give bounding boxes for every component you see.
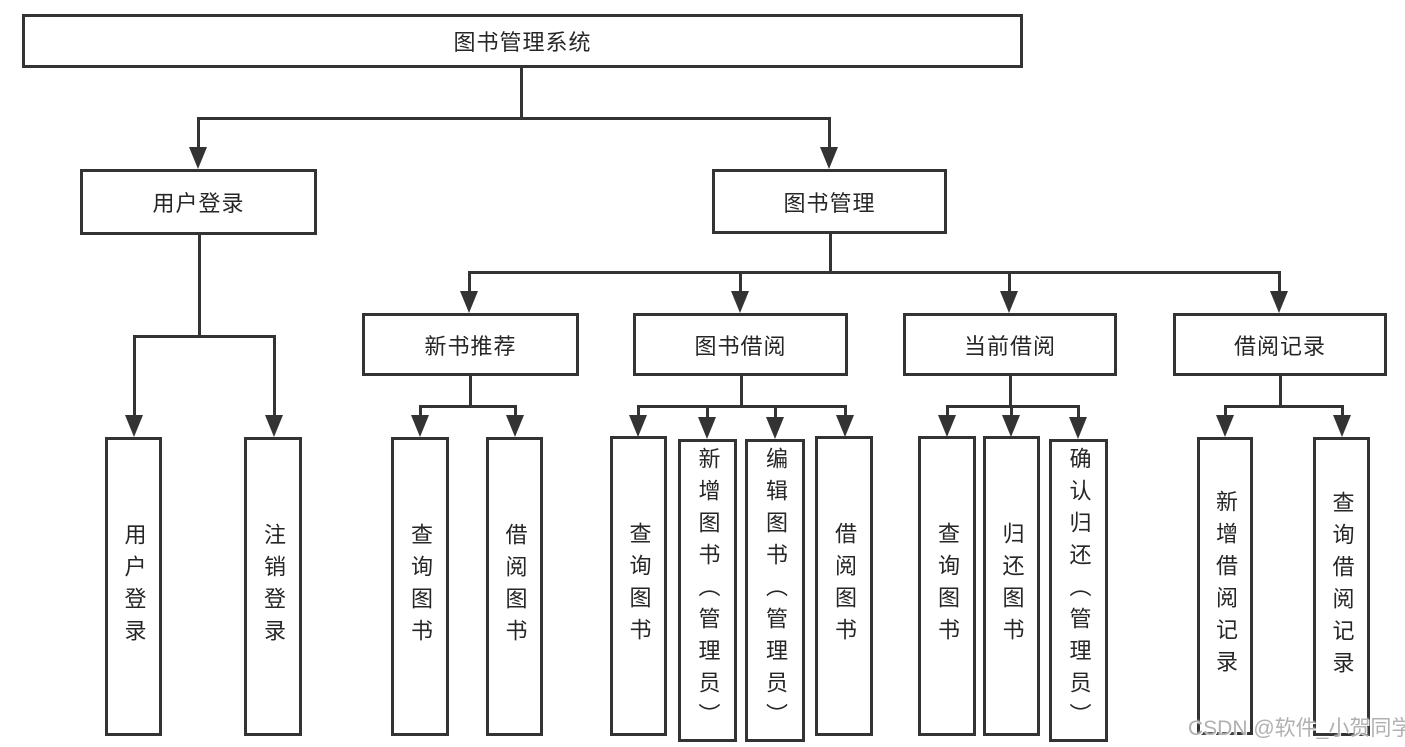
connector-to-cb-return <box>1010 405 1013 418</box>
connector-to-current-borrowing <box>1008 271 1011 293</box>
arrow-to-br-query <box>1333 415 1351 437</box>
connector-to-leaf-user-login <box>133 335 136 418</box>
node-book-borrowing: 图书借阅 <box>633 313 848 376</box>
leaf-records-add-record: 新增借阅记录 <box>1197 437 1253 735</box>
connector-to-bb-edit <box>774 405 777 418</box>
node-book-borrowing-label: 图书借阅 <box>694 333 787 359</box>
connector-root-split <box>197 117 830 120</box>
arrow-to-borrowing-records <box>1270 291 1288 313</box>
arrow-to-leaf-logout <box>265 415 283 437</box>
connector-to-new-book-recommend <box>468 271 471 293</box>
node-current-borrowing: 当前借阅 <box>903 313 1117 376</box>
connector-to-borrowing-records <box>1278 271 1281 293</box>
leaf-current-return-books-label: 归还图书 <box>999 522 1025 650</box>
csdn-watermark: CSDN @软件_小贺同学 <box>1188 717 1405 740</box>
node-book-management-label: 图书管理 <box>783 190 876 216</box>
leaf-current-return-books: 归还图书 <box>983 436 1040 736</box>
arrow-to-book-management <box>820 147 838 169</box>
connector-records-split <box>1224 405 1343 408</box>
arrow-to-bb-add <box>698 417 716 439</box>
connector-book-management-split <box>468 271 1281 274</box>
arrow-to-br-add <box>1216 415 1234 437</box>
arrow-to-new-book-recommend <box>460 291 478 313</box>
arrow-to-book-borrowing <box>731 291 749 313</box>
leaf-records-add-record-label: 新增借阅记录 <box>1213 490 1238 682</box>
connector-recommend-stem <box>469 376 472 407</box>
connector-to-rec-borrow <box>514 405 517 418</box>
leaf-user-login: 用户登录 <box>105 437 162 736</box>
leaf-current-query-books: 查询图书 <box>918 436 976 736</box>
leaf-recommend-borrow-books-label: 借阅图书 <box>502 522 528 651</box>
leaf-recommend-query-books-label: 查询图书 <box>408 522 433 651</box>
arrow-to-cb-return <box>1002 415 1020 437</box>
arrow-to-bb-borrow <box>836 415 854 437</box>
node-new-book-recommend: 新书推荐 <box>362 313 579 376</box>
leaf-recommend-borrow-books: 借阅图书 <box>486 437 543 736</box>
leaf-user-login-label: 用户登录 <box>121 522 147 651</box>
arrow-to-cb-confirm <box>1069 417 1087 439</box>
connector-current-stem <box>1009 376 1012 407</box>
connector-to-user-login <box>197 117 200 150</box>
connector-book-management-stem <box>829 234 832 273</box>
leaf-current-confirm-return-label: 确认归还（管理员） <box>1066 446 1092 735</box>
arrow-to-current-borrowing <box>1000 291 1018 313</box>
node-book-management: 图书管理 <box>712 169 947 234</box>
node-library-system-label: 图书管理系统 <box>453 30 592 55</box>
leaf-borrowing-query-books-label: 查询图书 <box>626 522 652 650</box>
arrow-to-user-login <box>189 147 207 169</box>
arrow-to-leaf-user-login <box>125 415 143 437</box>
connector-to-rec-query <box>419 405 422 418</box>
leaf-current-confirm-return: 确认归还（管理员） <box>1049 439 1108 742</box>
connector-to-leaf-logout <box>273 335 276 418</box>
connector-to-book-borrowing <box>739 271 742 293</box>
node-current-borrowing-label: 当前借阅 <box>963 333 1056 359</box>
connector-root-stem <box>520 66 523 118</box>
connector-records-stem <box>1279 376 1282 407</box>
connector-to-br-add <box>1224 405 1227 418</box>
connector-current-split <box>946 405 1079 408</box>
connector-to-cb-confirm <box>1077 405 1080 418</box>
connector-recommend-split <box>419 405 516 408</box>
connector-borrowing-stem <box>740 376 743 407</box>
node-new-book-recommend-label: 新书推荐 <box>424 333 517 359</box>
leaf-borrowing-add-books: 新增图书（管理员） <box>678 439 737 742</box>
arrow-to-bb-query <box>629 415 647 437</box>
arrow-to-rec-borrow <box>506 415 524 437</box>
leaf-current-query-books-label: 查询图书 <box>935 522 960 650</box>
arrow-to-rec-query <box>411 415 429 437</box>
connector-user-login-split <box>133 335 275 338</box>
leaf-borrowing-edit-books-label: 编辑图书（管理员） <box>763 446 788 735</box>
arrow-to-bb-edit <box>766 417 784 439</box>
leaf-borrowing-add-books-label: 新增图书（管理员） <box>695 446 721 735</box>
node-user-login: 用户登录 <box>80 169 317 235</box>
node-borrowing-records: 借阅记录 <box>1173 313 1387 376</box>
connector-to-bb-borrow <box>844 405 847 418</box>
leaf-borrowing-borrow-books-label: 借阅图书 <box>832 522 857 650</box>
node-borrowing-records-label: 借阅记录 <box>1233 333 1326 359</box>
leaf-borrowing-edit-books: 编辑图书（管理员） <box>745 439 805 742</box>
connector-to-cb-query <box>946 405 949 418</box>
leaf-borrowing-borrow-books: 借阅图书 <box>815 436 873 736</box>
connector-user-login-stem <box>198 235 201 337</box>
connector-to-br-query <box>1341 405 1344 418</box>
connector-to-book-management <box>828 117 831 150</box>
node-library-system: 图书管理系统 <box>22 14 1023 68</box>
leaf-logout: 注销登录 <box>244 437 302 736</box>
leaf-recommend-query-books: 查询图书 <box>391 437 449 736</box>
leaf-logout-label: 注销登录 <box>261 522 286 651</box>
connector-to-bb-query <box>637 405 640 418</box>
node-user-login-label: 用户登录 <box>152 191 245 216</box>
leaf-records-query-record-label: 查询借阅记录 <box>1329 490 1355 683</box>
leaf-borrowing-query-books: 查询图书 <box>610 436 667 736</box>
connector-borrowing-split <box>637 405 845 408</box>
arrow-to-cb-query <box>938 415 956 437</box>
connector-to-bb-add <box>706 405 709 418</box>
leaf-records-query-record: 查询借阅记录 <box>1313 437 1370 736</box>
